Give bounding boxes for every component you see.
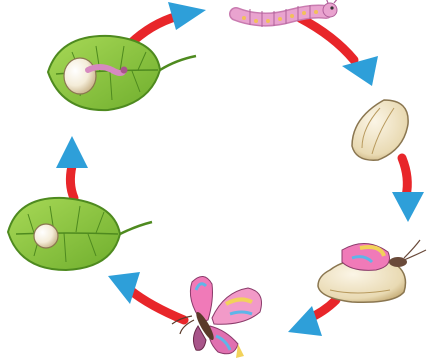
arrow-emerging-to-butterfly [288,300,336,336]
arrow-egg-to-larva [56,136,88,198]
larva-hatching-leaf-icon [48,36,196,110]
arrow-caterpillar-to-pupa [300,18,378,86]
caterpillar-icon [236,0,338,27]
arrow-pupa-to-emerging [392,158,424,222]
pupa-icon [352,100,408,160]
arrow-larva-to-caterpillar [128,2,206,46]
butterfly-icon [172,276,262,358]
butterfly-emerging-icon [318,240,426,302]
egg-on-leaf-icon [8,198,152,270]
arrow-butterfly-to-egg [108,272,184,320]
